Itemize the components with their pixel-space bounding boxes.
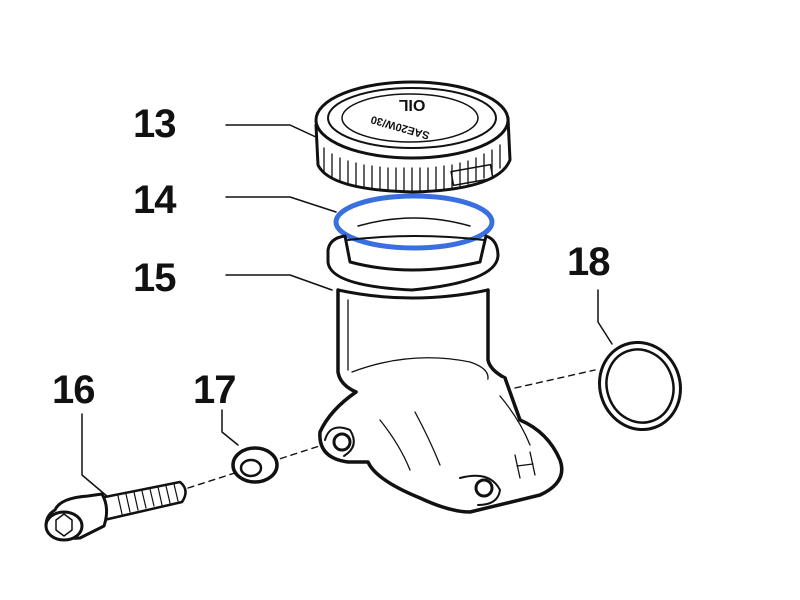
- callout-13: 13: [133, 102, 176, 146]
- leader-line-13: [225, 124, 319, 139]
- reservoir-body-drawing: [318, 234, 564, 514]
- leader-line-16: [81, 413, 109, 498]
- leader-line-17: [221, 409, 239, 446]
- callout-16: 16: [52, 368, 95, 412]
- cap-text-oil: OIL: [398, 96, 425, 113]
- callout-14: 14: [133, 178, 176, 222]
- reservoir-cap-drawing: [314, 80, 512, 194]
- o-ring-seal-drawing: [333, 193, 495, 251]
- assembly-axis-line: [514, 369, 596, 389]
- socket-head-bolt-drawing: [44, 480, 187, 542]
- callout-15: 15: [133, 256, 176, 300]
- assembly-axis-line: [187, 471, 239, 489]
- o-ring-drawing: [598, 340, 682, 432]
- callout-18: 18: [567, 240, 610, 284]
- washer-drawing: [231, 446, 279, 484]
- leader-line-18: [597, 289, 613, 345]
- leader-line-14: [225, 196, 337, 213]
- leader-line-15: [225, 274, 333, 291]
- callout-17: 17: [193, 368, 236, 412]
